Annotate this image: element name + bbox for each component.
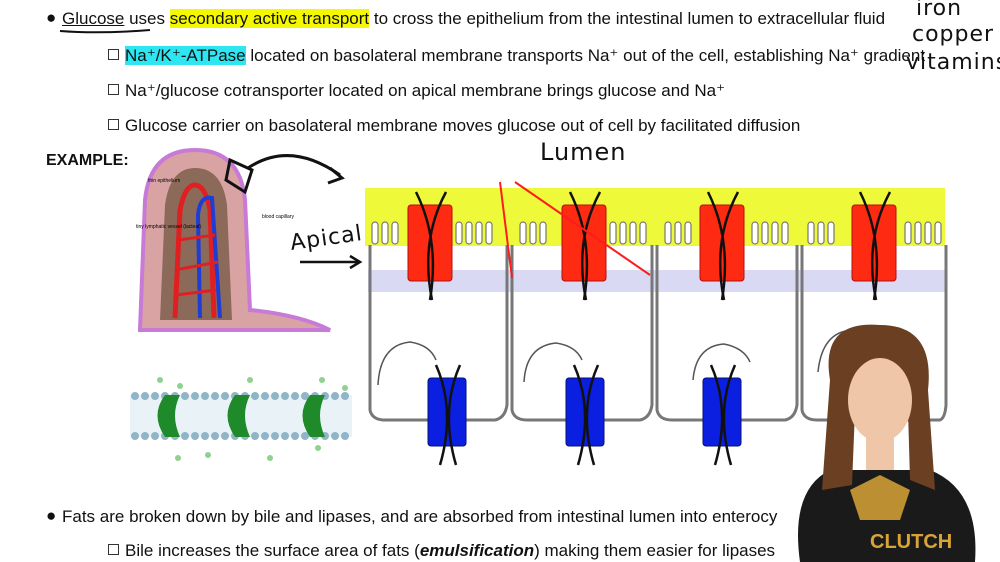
glucose-underline (59, 29, 151, 34)
handwritten-copper: copper (912, 22, 995, 47)
checkbox-icon (108, 544, 119, 555)
sub-bullet-bile: Bile increases the surface area of fats … (108, 541, 775, 561)
presenter-video: CLUTCH (798, 324, 976, 562)
bile-post: ) making them easier for lipases (534, 541, 776, 560)
glucose-uses: uses (124, 9, 170, 28)
bile-emulsification: emulsification (419, 541, 535, 560)
atpase-rest: located on basolateral membrane transpor… (245, 46, 926, 65)
curved-arrow-icon (247, 154, 341, 177)
cotransporter-text: Na⁺/glucose cotransporter located on api… (125, 81, 726, 100)
sub-bullet-glucose-carrier: Glucose carrier on basolateral membrane … (108, 116, 800, 136)
bullet-glucose-dot: ● (46, 8, 57, 27)
atpase-highlight: Na⁺/K⁺-ATPase (125, 46, 246, 65)
bullet-fats-dot: ● (46, 506, 57, 525)
villus-illustration: thin epithelium blood capillary tiny lym… (136, 147, 331, 332)
shirt-logo-text: CLUTCH (870, 531, 952, 553)
glucose-rest: to cross the epithelium from the intesti… (369, 9, 886, 28)
secondary-active-transport-highlight: secondary active transport (169, 9, 370, 28)
bullet-glucose: Glucose uses secondary active transport … (62, 9, 885, 29)
checkbox-icon (108, 119, 119, 130)
villus-label-lacteal: tiny lymphatic vessel (lacteal) (136, 224, 201, 230)
microvilli (371, 221, 942, 245)
handwritten-vitamins: vitamins (906, 50, 1000, 75)
membrane-bilayer-illustration (130, 377, 352, 461)
sub-bullet-atpase: Na⁺/K⁺-ATPase located on basolateral mem… (108, 46, 925, 66)
handwritten-lumen: Lumen (540, 138, 627, 166)
checkbox-icon (108, 49, 119, 60)
bile-pre: Bile increases the surface area of fats … (125, 541, 420, 560)
glucose-word: Glucose (62, 9, 125, 28)
example-label: EXAMPLE: (46, 152, 129, 169)
villus-label-capillary: blood capillary (262, 214, 294, 220)
handwritten-iron: iron (916, 0, 963, 21)
sub-bullet-cotransporter: Na⁺/glucose cotransporter located on api… (108, 81, 725, 101)
carrier-text: Glucose carrier on basolateral membrane … (125, 116, 801, 135)
checkbox-icon (108, 84, 119, 95)
bullet-fats: Fats are broken down by bile and lipases… (62, 507, 778, 526)
epithelial-cell-diagram (365, 181, 948, 466)
villus-label-epithelium: thin epithelium (148, 178, 180, 184)
